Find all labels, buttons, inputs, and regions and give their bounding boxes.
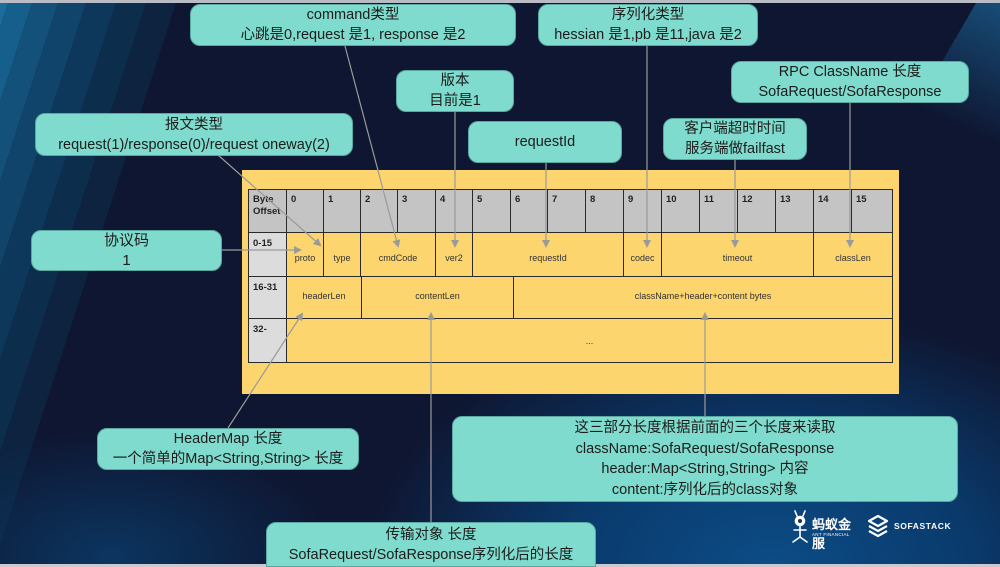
callout-body-parts: 这三部分长度根据前面的三个长度来读取 className:SofaRequest…	[452, 416, 958, 502]
byte-column-header: 10	[661, 189, 700, 233]
ant-financial-logo: 蚂蚁金服 ANT FINANCIAL	[790, 510, 860, 551]
callout-request-id: requestId	[468, 121, 622, 163]
row-offset: 0-15	[248, 232, 287, 277]
callout-message-type: 报文类型 request(1)/response(0)/request onew…	[35, 113, 353, 156]
field-contentlen: contentLen	[361, 276, 514, 319]
callout-title: 报文类型	[165, 116, 223, 133]
callout-version: 版本 目前是1	[396, 70, 514, 112]
byte-column-header: 5	[472, 189, 511, 233]
callout-title: 序列化类型	[611, 7, 685, 23]
callout-detail: SofaRequest/SofaResponse	[758, 84, 942, 100]
callout-detail: request(1)/response(0)/request oneway(2)	[58, 136, 330, 153]
byte-column-header: 2	[360, 189, 398, 233]
corner-label: Byte	[253, 194, 274, 205]
callout-line: className:SofaRequest/SofaResponse	[575, 440, 835, 457]
row-offset: 32-	[248, 318, 287, 363]
callout-codec-type: 序列化类型 hessian 是1,pb 是11,java 是2	[538, 4, 758, 46]
byte-column-header: 6	[510, 189, 548, 233]
callout-timeout: 客户端超时时间 服务端做failfast	[663, 118, 807, 160]
callout-detail: 目前是1	[429, 93, 481, 109]
byte-column-header: 11	[699, 189, 738, 233]
field-body-bytes: className+header+content bytes	[513, 276, 893, 319]
callout-command-type: command类型 心跳是0,request 是1, response 是2	[190, 4, 516, 46]
callout-detail: 一个简单的Map<String,String> 长度	[112, 451, 344, 467]
byte-column-header: 15	[851, 189, 893, 233]
callout-title: 协议码	[103, 231, 149, 249]
callout-detail: hessian 是1,pb 是11,java 是2	[554, 27, 742, 43]
byte-column-header: 3	[397, 189, 436, 233]
field-headerlen: headerLen	[286, 276, 362, 319]
callout-header-length: HeaderMap 长度 一个简单的Map<String,String> 长度	[97, 428, 359, 470]
callout-title: 这三部分长度根据前面的三个长度来读取	[574, 420, 836, 436]
field-codec: codec	[623, 232, 662, 277]
field-timeout: timeout	[661, 232, 814, 277]
ant-financial-cn: 蚂蚁金服	[812, 517, 852, 551]
byte-column-header: 9	[623, 189, 662, 233]
callout-title: command类型	[306, 7, 400, 23]
callout-detail: 心跳是0,request 是1, response 是2	[240, 27, 466, 43]
byte-column-header: 7	[547, 189, 586, 233]
sofastack-wordmark: SOFASTACK	[894, 521, 952, 531]
corner-label: Offset	[253, 206, 281, 217]
field-ellipsis: ...	[286, 318, 893, 363]
callout-line: content:序列化后的class对象	[611, 481, 799, 498]
slide-top-border	[0, 0, 1000, 3]
byte-column-header: 8	[585, 189, 624, 233]
callout-title: RPC ClassName 长度	[778, 64, 922, 80]
ant-financial-en: ANT FINANCIAL	[812, 532, 850, 537]
field-classlen: classLen	[813, 232, 893, 277]
callout-title: HeaderMap 长度	[173, 431, 283, 447]
callout-line: header:Map<String,String> 内容	[601, 461, 809, 477]
callout-title: 版本	[440, 73, 470, 89]
callout-classname-length: RPC ClassName 长度 SofaRequest/SofaRespons…	[731, 61, 969, 103]
callout-detail: 1	[122, 251, 131, 269]
byte-column-header: 4	[435, 189, 473, 233]
sofastack-logo: SOFASTACK	[866, 512, 956, 544]
sofastack-layers-icon	[867, 514, 889, 538]
ant-mascot-icon	[792, 510, 808, 543]
byte-column-header: 13	[775, 189, 814, 233]
callout-title: 客户端超时时间	[684, 121, 786, 137]
byte-column-header: 0	[286, 189, 324, 233]
callout-detail: SofaRequest/SofaResponse序列化后的长度	[288, 546, 574, 563]
byte-offset-header: Byte Offset	[248, 189, 287, 233]
protocol-table: Byte Offset 0 1 2 3 4 5 6 7 8 9 10 11 12…	[248, 189, 893, 363]
callout-title: requestId	[514, 134, 576, 150]
field-ver2: ver2	[435, 232, 473, 277]
field-cmdcode: cmdCode	[360, 232, 436, 277]
callout-proto: 协议码 1	[31, 230, 222, 271]
field-requestid: requestId	[472, 232, 624, 277]
callout-detail: 服务端做failfast	[685, 141, 785, 157]
byte-column-header: 1	[323, 189, 361, 233]
callout-content-length: 传输对象 长度 SofaRequest/SofaResponse序列化后的长度	[266, 522, 596, 567]
row-offset: 16-31	[248, 276, 287, 319]
field-proto: proto	[286, 232, 324, 277]
byte-column-header: 14	[813, 189, 852, 233]
callout-title: 传输对象 长度	[385, 526, 477, 543]
field-type: type	[323, 232, 361, 277]
byte-column-header: 12	[737, 189, 776, 233]
